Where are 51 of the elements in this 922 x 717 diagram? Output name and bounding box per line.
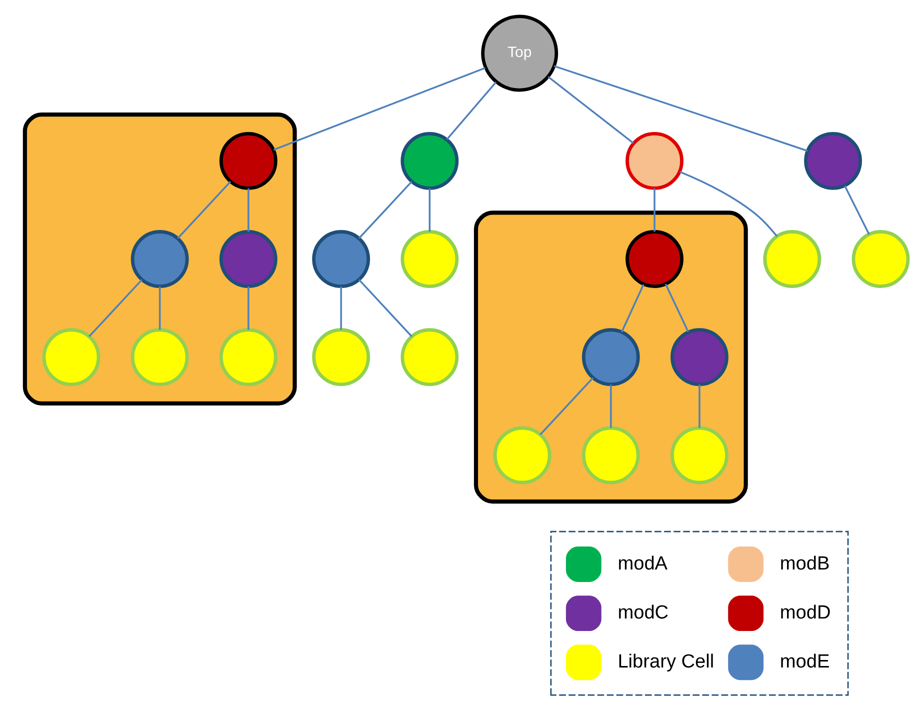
node-circle xyxy=(670,426,728,484)
connector xyxy=(177,180,232,239)
connector xyxy=(273,67,486,151)
node-circle xyxy=(400,328,459,386)
node-circle xyxy=(400,230,459,288)
legend-label: modE xyxy=(780,651,830,672)
legend-label: modC xyxy=(618,602,669,624)
connector xyxy=(664,284,689,332)
connector xyxy=(679,170,778,237)
connector xyxy=(540,377,594,436)
node-circle xyxy=(130,230,189,288)
node-circle xyxy=(42,328,100,386)
node-circle xyxy=(582,426,640,484)
connector xyxy=(88,279,143,338)
node-circle xyxy=(219,328,278,386)
node-circle xyxy=(400,132,459,190)
node-circle xyxy=(852,230,910,288)
node-circle xyxy=(582,328,640,386)
legend-label: modD xyxy=(780,602,831,624)
node-circle xyxy=(130,328,189,386)
connector xyxy=(248,286,250,330)
connector xyxy=(358,180,412,239)
legend-label: modB xyxy=(780,553,830,574)
node-circle xyxy=(312,328,370,386)
node-circle xyxy=(312,230,370,288)
connector xyxy=(358,279,412,338)
connector xyxy=(844,185,870,235)
connector xyxy=(654,188,656,232)
node-circle xyxy=(804,132,862,190)
node-circle xyxy=(219,230,278,288)
node-circle xyxy=(763,230,822,288)
node-circle xyxy=(493,426,552,484)
node-circle xyxy=(219,132,278,190)
node-circle xyxy=(626,230,684,288)
connector xyxy=(340,286,342,330)
connector xyxy=(610,384,612,428)
connector xyxy=(158,286,161,330)
node-circle: Top xyxy=(481,14,558,92)
connector xyxy=(548,76,634,144)
connector xyxy=(248,188,250,232)
node-circle xyxy=(626,132,684,190)
legend-label: Library Cell xyxy=(618,651,714,672)
cluster xyxy=(474,210,748,504)
connector xyxy=(698,384,700,428)
connector xyxy=(428,188,431,232)
cluster xyxy=(22,112,297,406)
legend-label: modA xyxy=(618,553,668,574)
connector xyxy=(554,65,808,152)
node-circle xyxy=(670,328,728,386)
connector xyxy=(620,284,644,332)
connector xyxy=(446,82,497,140)
